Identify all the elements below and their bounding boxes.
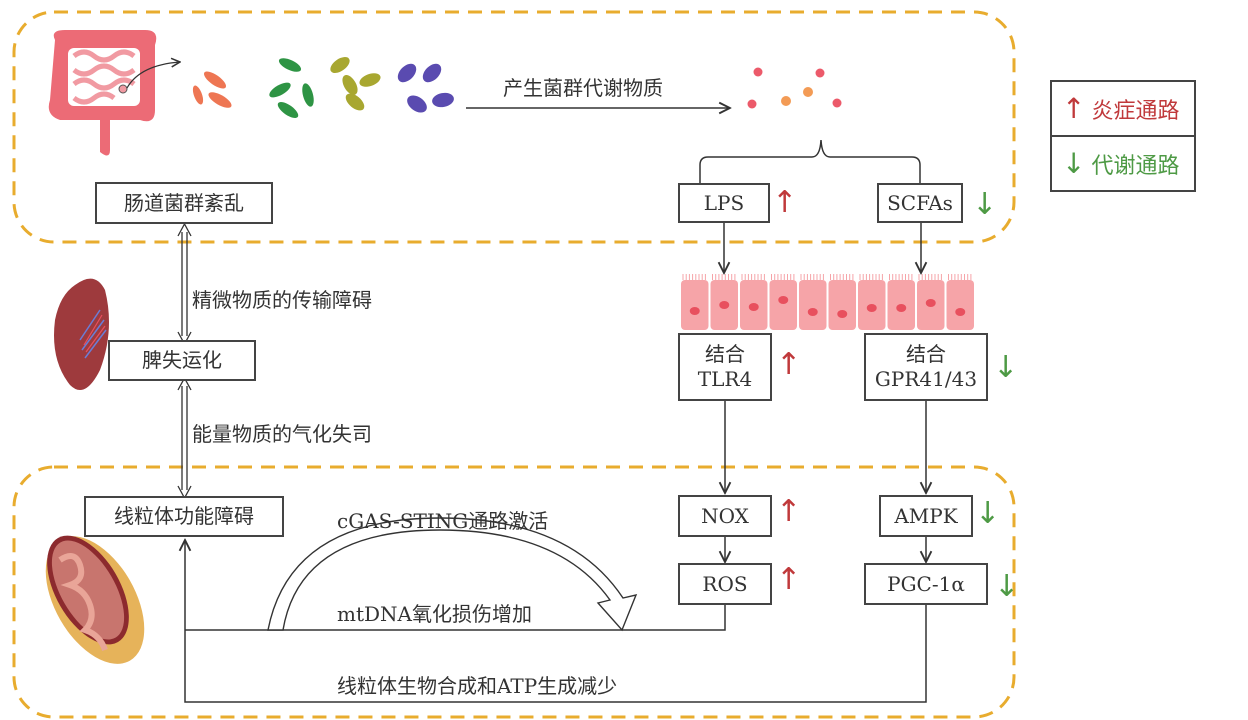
pgc-down-indicator: ↓: [994, 569, 1020, 604]
mito-dysfunction-text: 线粒体功能障碍: [114, 504, 254, 528]
up-arrow-icon: ↑: [1062, 92, 1086, 125]
transport-disorder-label: 精微物质的传输障碍: [192, 288, 372, 312]
scfas-box: SCFAs: [877, 183, 963, 223]
tlr4-line1: 结合: [705, 342, 745, 366]
legend: ↑ 炎症通路 ↓ 代谢通路: [1050, 80, 1196, 192]
metabolite-dots: [747, 67, 842, 109]
gpr-down-indicator: ↓: [993, 350, 1019, 385]
tlr4-up-indicator: ↑: [776, 347, 802, 382]
nox-box: NOX: [678, 495, 772, 537]
mitochondrion-illustration: [45, 535, 145, 664]
gpr-box: 结合 GPR41/43: [864, 333, 988, 401]
bacteria-illustration: [192, 57, 454, 119]
cell-nucleus: [719, 301, 730, 309]
spleen-text: 脾失运化: [142, 348, 222, 372]
intestinal-epithelium: [681, 274, 974, 330]
nox-text: NOX: [701, 503, 749, 528]
cgas-sting-label: cGAS-STING通路激活: [337, 509, 549, 533]
legend-inflammation: ↑ 炎症通路: [1052, 82, 1194, 135]
cgas-sting-curved-arrow: [267, 517, 638, 632]
legend-metabolism-label: 代谢通路: [1091, 153, 1180, 179]
tlr4-box: 结合 TLR4: [678, 333, 772, 401]
energy-disorder-label: 能量物质的气化失司: [192, 422, 372, 446]
epithelial-cell: [946, 280, 974, 330]
dysbiosis-text: 肠道菌群紊乱: [124, 190, 244, 215]
mtdna-damage-label: mtDNA氧化损伤增加: [337, 602, 532, 626]
ros-text: ROS: [702, 571, 748, 596]
scfas-down-indicator: ↓: [972, 187, 998, 222]
ros-feedback-line: [185, 605, 726, 631]
ros-up-indicator: ↑: [776, 562, 802, 597]
cell-nucleus: [807, 308, 818, 316]
down-arrow-icon: ↓: [1062, 147, 1086, 180]
spleen-box: 脾失运化: [108, 340, 256, 381]
ampk-text: AMPK: [894, 503, 958, 528]
tlr4-line2: TLR4: [697, 367, 753, 391]
cell-nucleus: [837, 310, 848, 318]
cell-nucleus: [896, 304, 907, 312]
cell-nucleus: [955, 308, 966, 316]
cell-nucleus: [866, 304, 877, 312]
cell-nucleus: [925, 299, 936, 307]
epithelial-cell: [769, 280, 797, 330]
gpr-line1: 结合: [906, 342, 946, 366]
pgc-box: PGC-1α: [864, 563, 988, 605]
epithelial-cell: [828, 280, 856, 330]
mitochondria-region-border: [12, 465, 1016, 719]
nox-up-indicator: ↑: [776, 494, 802, 529]
produce-metabolites-label: 产生菌群代谢物质: [503, 76, 663, 100]
lps-text: LPS: [703, 190, 745, 215]
pgc-feedback-line: [185, 540, 927, 703]
scfas-text: SCFAs: [887, 190, 953, 215]
pgc-text: PGC-1α: [887, 571, 965, 596]
biogenesis-label: 线粒体生物合成和ATP生成减少: [337, 674, 618, 698]
ampk-down-indicator: ↓: [975, 496, 1001, 531]
cell-nucleus: [689, 307, 700, 315]
lps-box: LPS: [678, 183, 770, 223]
ros-box: ROS: [678, 563, 772, 605]
spleen-mitochondria-double-arrow: [177, 376, 192, 500]
gpr-line2: GPR41/43: [874, 367, 978, 391]
intestine-illustration: [48, 30, 180, 156]
cell-nucleus: [778, 296, 789, 304]
epithelial-cell: [799, 280, 827, 330]
lps-up-indicator: ↑: [772, 185, 798, 220]
gut-region-border: [12, 10, 1016, 244]
legend-inflammation-label: 炎症通路: [1091, 98, 1180, 124]
mito-dysfunction-box: 线粒体功能障碍: [84, 496, 284, 537]
legend-metabolism: ↓ 代谢通路: [1052, 135, 1194, 190]
split-brace: [699, 139, 921, 192]
spleen-illustration: [54, 278, 109, 390]
ampk-box: AMPK: [879, 495, 973, 537]
cell-nucleus: [748, 303, 759, 311]
dysbiosis-box: 肠道菌群紊乱: [95, 182, 273, 224]
epithelial-cell: [681, 280, 709, 330]
